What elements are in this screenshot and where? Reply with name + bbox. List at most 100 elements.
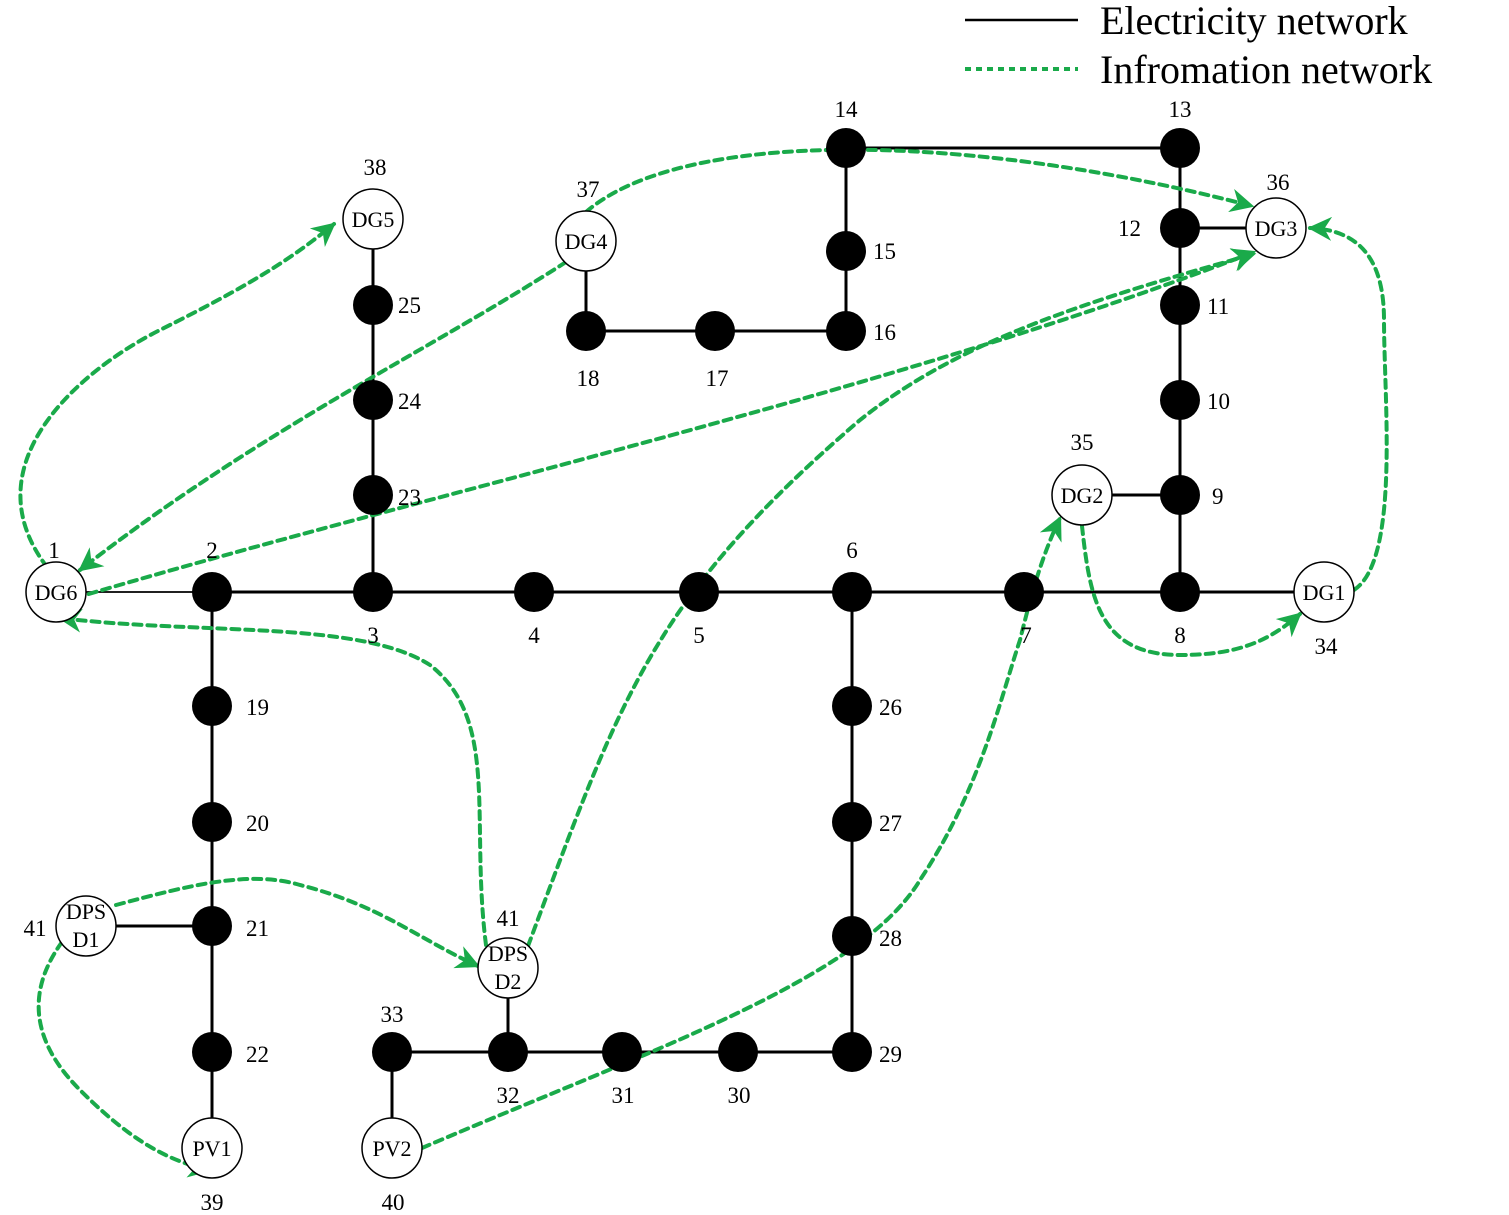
bus-14-label: 14 bbox=[835, 97, 859, 122]
bus-4-label: 4 bbox=[528, 623, 540, 648]
info-link-dpsd2-dg6 bbox=[57, 608, 488, 947]
dpsd1-number: 41 bbox=[24, 916, 47, 941]
bus-4 bbox=[514, 572, 554, 612]
bus-15 bbox=[826, 231, 866, 271]
info-link-dg6-dg3 bbox=[60, 248, 1257, 604]
bus-9-label: 9 bbox=[1212, 484, 1224, 509]
bus-18-label: 18 bbox=[577, 366, 600, 391]
bus-24 bbox=[353, 380, 393, 420]
pv2-number: 40 bbox=[382, 1190, 405, 1215]
dg3-label: DG3 bbox=[1255, 216, 1298, 241]
bus-17 bbox=[695, 311, 735, 351]
bus-12 bbox=[1160, 208, 1200, 248]
info-link-dg2-dg1 bbox=[1080, 524, 1302, 658]
legend: Electricity network Infromation network bbox=[965, 0, 1432, 92]
pv1-label: PV1 bbox=[192, 1136, 231, 1161]
dg4-number: 37 bbox=[577, 177, 600, 202]
bus-33-label: 33 bbox=[381, 1002, 404, 1027]
bus-5 bbox=[679, 572, 719, 612]
info-link-dpsd1-pv1 bbox=[36, 940, 213, 1178]
bus-18 bbox=[566, 311, 606, 351]
bus-32 bbox=[488, 1032, 528, 1072]
bus-31-label: 31 bbox=[612, 1083, 635, 1108]
bus-30-label: 30 bbox=[728, 1083, 751, 1108]
bus-22 bbox=[192, 1032, 232, 1072]
info-link-dg4-dg3 bbox=[584, 147, 1255, 214]
bus-17-label: 17 bbox=[706, 366, 729, 391]
legend-electricity-label: Electricity network bbox=[1100, 0, 1408, 43]
pv1-number: 39 bbox=[201, 1190, 224, 1215]
generator-dg1 bbox=[1293, 561, 1355, 623]
dpsd2-label-line2: D2 bbox=[495, 969, 522, 994]
dg1-label: DG1 bbox=[1303, 580, 1346, 605]
generator-dg6 bbox=[25, 561, 87, 623]
bus-30 bbox=[718, 1032, 758, 1072]
bus-7 bbox=[1004, 572, 1044, 612]
generator-pv1 bbox=[181, 1117, 243, 1179]
dpsd1-label-line1: DPS bbox=[66, 899, 106, 924]
pv2-label: PV2 bbox=[372, 1136, 411, 1161]
bus-14 bbox=[826, 128, 866, 168]
bus-5-label: 5 bbox=[693, 623, 705, 648]
info-link-dg6-dg5 bbox=[18, 222, 336, 580]
bus-11 bbox=[1160, 285, 1200, 325]
bus-31 bbox=[602, 1032, 642, 1072]
dg2-label: DG2 bbox=[1061, 483, 1104, 508]
dpsd1-label-line2: D1 bbox=[73, 927, 100, 952]
info-link-dpsd1-dpsd2 bbox=[114, 876, 481, 969]
dpsd2-number: 41 bbox=[497, 906, 520, 931]
bus-labels: 2 6 13 14 33 3 4 5 7 8 17 18 30 31 32 9 … bbox=[206, 97, 1230, 1108]
bus-3 bbox=[353, 572, 393, 612]
dg5-number: 38 bbox=[364, 155, 387, 180]
generator-labels: DG6 DG1 DG2 DG3 DG4 DG5 PV1 PV2 DPS D1 D… bbox=[35, 207, 1346, 1161]
bus-23-label: 23 bbox=[398, 485, 421, 510]
generator-dg4 bbox=[555, 210, 617, 272]
bus-26-label: 26 bbox=[879, 695, 902, 720]
generator-dg5 bbox=[342, 188, 404, 250]
bus-29-label: 29 bbox=[879, 1042, 902, 1067]
bus-33 bbox=[372, 1032, 412, 1072]
generator-dg3 bbox=[1245, 197, 1307, 259]
legend-information-label: Infromation network bbox=[1100, 47, 1432, 92]
bus-15-label: 15 bbox=[873, 239, 896, 264]
bus-6 bbox=[832, 572, 872, 612]
generator-dpsd2 bbox=[477, 937, 539, 999]
generator-dg2 bbox=[1051, 464, 1113, 526]
dg6-number: 1 bbox=[48, 538, 60, 563]
bus-21 bbox=[192, 906, 232, 946]
bus-25 bbox=[353, 285, 393, 325]
info-link-dg4-dg6 bbox=[78, 260, 568, 572]
generator-dpsd1 bbox=[55, 895, 117, 957]
dg3-number: 36 bbox=[1267, 170, 1290, 195]
bus-19 bbox=[192, 686, 232, 726]
info-link-dg1-dg3 bbox=[1307, 216, 1389, 592]
bus-16-label: 16 bbox=[873, 320, 896, 345]
generator-nodes bbox=[25, 188, 1355, 1179]
bus-2 bbox=[192, 572, 232, 612]
bus-25-label: 25 bbox=[398, 293, 421, 318]
bus-20 bbox=[192, 802, 232, 842]
info-link-dpsd2-dg3 bbox=[526, 248, 1257, 948]
bus-26 bbox=[832, 686, 872, 726]
bus-28 bbox=[832, 916, 872, 956]
dg5-label: DG5 bbox=[352, 207, 395, 232]
bus-24-label: 24 bbox=[398, 389, 422, 414]
bus-16 bbox=[826, 311, 866, 351]
bus-11-label: 11 bbox=[1207, 294, 1229, 319]
bus-2-label: 2 bbox=[206, 538, 218, 563]
dg1-number: 34 bbox=[1315, 634, 1339, 659]
dg2-number: 35 bbox=[1071, 430, 1094, 455]
generator-numbers: 1 34 35 36 37 38 39 40 41 41 bbox=[24, 155, 1339, 1215]
bus-32-label: 32 bbox=[497, 1083, 520, 1108]
bus-29 bbox=[832, 1032, 872, 1072]
bus-nodes bbox=[192, 128, 1200, 1072]
bus-13 bbox=[1160, 128, 1200, 168]
bus-9 bbox=[1160, 475, 1200, 515]
bus-8 bbox=[1160, 572, 1200, 612]
bus-28-label: 28 bbox=[879, 926, 902, 951]
bus-19-label: 19 bbox=[246, 695, 269, 720]
bus-20-label: 20 bbox=[246, 811, 269, 836]
bus-3-label: 3 bbox=[367, 623, 379, 648]
bus-6-label: 6 bbox=[846, 538, 858, 563]
